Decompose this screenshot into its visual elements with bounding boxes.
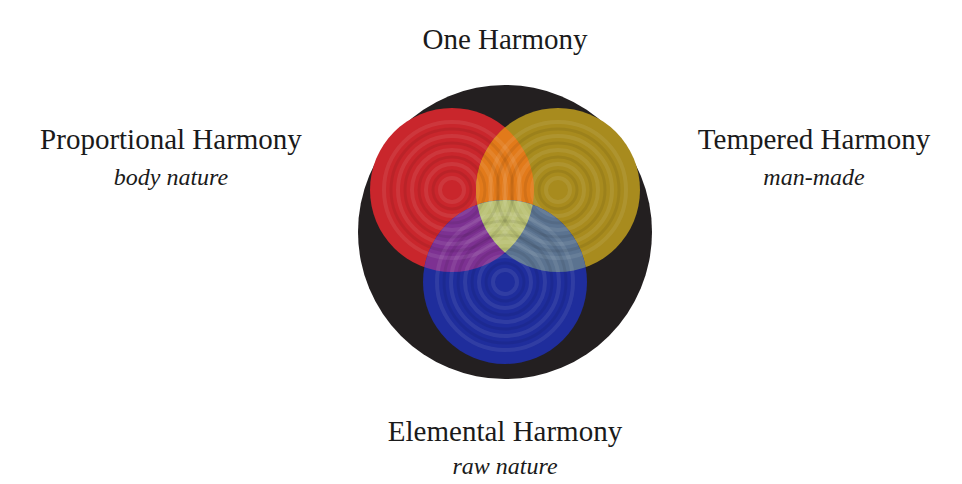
circle-outline xyxy=(423,200,587,364)
overlap-red-gold xyxy=(476,108,640,272)
circle-fill xyxy=(423,200,587,364)
label-slot: Proportional Harmony xyxy=(11,123,331,156)
overlap-red-blue xyxy=(423,200,587,364)
ripple xyxy=(504,136,612,244)
ripple xyxy=(479,256,531,308)
blue-circle: Elemental Harmonyraw nature xyxy=(423,200,587,364)
ripple-shadows xyxy=(391,129,619,343)
ripple xyxy=(437,214,573,350)
ripple xyxy=(391,129,513,251)
ripple xyxy=(398,136,506,244)
label-slot: body nature xyxy=(11,164,331,192)
harmony-heading: One Harmony xyxy=(345,23,665,56)
ripple xyxy=(444,221,566,343)
label-slot: Tempered Harmony xyxy=(654,123,962,156)
ripple xyxy=(405,143,499,237)
harmony-subtitle: man-made xyxy=(654,164,962,192)
overlap-center-group xyxy=(423,200,587,364)
ripple xyxy=(497,129,619,251)
harmony-heading: Proportional Harmony xyxy=(11,123,331,156)
ripple xyxy=(486,263,524,301)
ripple xyxy=(412,150,492,230)
ripple xyxy=(518,150,598,230)
ripple xyxy=(465,242,545,322)
ripple-rings xyxy=(384,122,626,350)
ripple xyxy=(384,122,520,258)
outer-circle: One HarmonyProportional Harmonybody natu… xyxy=(358,85,652,379)
ripple xyxy=(490,122,626,258)
ripple xyxy=(458,235,552,329)
harmony-subtitle: body nature xyxy=(11,164,331,192)
ripple xyxy=(525,157,591,223)
overlap-gold-blue xyxy=(423,200,587,364)
label-slot: raw nature xyxy=(345,453,665,481)
ripple xyxy=(511,143,605,237)
harmony-heading: Tempered Harmony xyxy=(654,123,962,156)
label-slot: One Harmony xyxy=(345,23,665,56)
overlap-center xyxy=(423,200,587,364)
ripple xyxy=(546,178,570,202)
circle-fill xyxy=(358,85,652,379)
ripple xyxy=(451,228,559,336)
ripple xyxy=(433,171,471,209)
label-slot: man-made xyxy=(654,164,962,192)
ripple xyxy=(532,164,584,216)
harmony-subtitle: raw nature xyxy=(345,453,665,481)
ripple xyxy=(539,171,577,209)
harmony-heading: Elemental Harmony xyxy=(345,415,665,448)
label-slot: Elemental Harmony xyxy=(345,415,665,448)
ripple xyxy=(419,157,485,223)
ripple xyxy=(440,178,464,202)
ripple xyxy=(426,164,478,216)
ripple xyxy=(493,270,517,294)
ripple xyxy=(472,249,538,315)
